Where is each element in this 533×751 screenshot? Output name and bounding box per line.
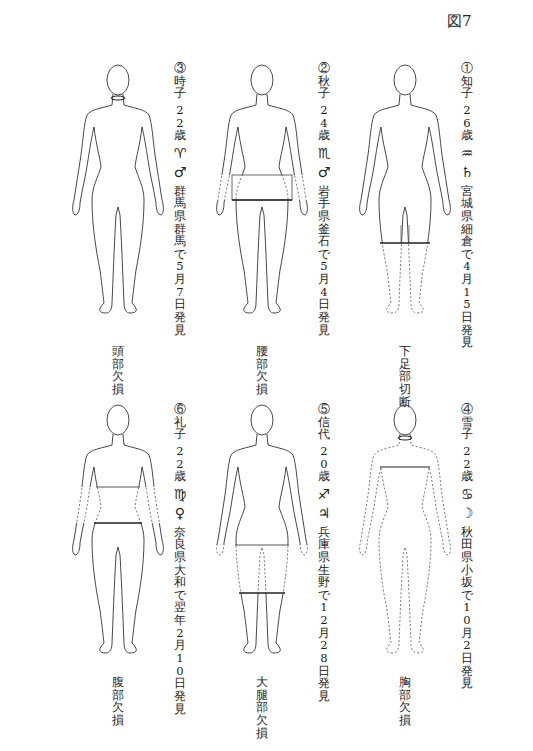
label-column: ⑥礼子 22歳 ♍ ♀ 奈良県大和で翌年2月10日発見: [172, 403, 188, 715]
label-column: ③時子 22歳 ♈ ♂ 群馬県群馬で5月7日発見: [172, 62, 188, 336]
zodiac-symbol: ♏: [317, 146, 331, 161]
missing-part: 下足部切断: [399, 345, 411, 408]
victim-name: ④雪子: [461, 403, 473, 441]
figure-title: 図7: [447, 12, 472, 31]
victim-name: ③時子: [174, 62, 186, 100]
label-column: ①知子 26歳 ♒ ♄ 宮城県細倉で4月15日発見: [459, 62, 475, 349]
victim-name: ⑥礼子: [174, 403, 186, 441]
planet-symbol: ♂: [317, 165, 331, 180]
body-figure: [73, 65, 164, 313]
victim-age: 22歳: [461, 445, 473, 483]
victim-age: 24歳: [318, 104, 330, 142]
planet-symbol: ♀: [173, 506, 187, 521]
victim-age: 22歳: [174, 445, 186, 483]
victim-age: 26歳: [461, 104, 473, 142]
discovery-note: 群馬県群馬で5月7日発見: [174, 185, 186, 337]
discovery-note: 宮城県細倉で4月15日発見: [461, 185, 473, 349]
discovery-note: 秋田県小坂で10月2日発見: [461, 526, 473, 690]
discovery-note: 奈良県大和で翌年2月10日発見: [174, 526, 186, 716]
planet-symbol: ☽: [460, 506, 474, 521]
label-column: ②秋子 24歳 ♏ ♂ 岩手県釜石で5月4日発見: [316, 62, 332, 336]
zodiac-symbol: ♒: [460, 146, 474, 161]
victim-age: 20歳: [318, 445, 330, 483]
body-figure: [360, 405, 451, 653]
missing-part: 頭部欠損: [112, 345, 124, 396]
discovery-note: 岩手県釜石で5月4日発見: [318, 185, 330, 337]
label-column: ⑤信代 20歳 ♐ ♃ 兵庫県生野で12月28日発見: [316, 403, 332, 703]
victim-age: 22歳: [174, 104, 186, 142]
missing-part: 大腿部欠損: [256, 676, 268, 739]
body-figure: [217, 405, 308, 653]
zodiac-symbol: ♋: [460, 487, 474, 502]
missing-part: 腰部欠損: [256, 345, 268, 396]
planet-symbol: ♂: [173, 165, 187, 180]
planet-symbol: ♄: [460, 165, 474, 180]
victim-name: ①知子: [461, 62, 473, 100]
zodiac-symbol: ♐: [317, 487, 331, 502]
body-figure: [73, 405, 164, 653]
body-figure: [217, 65, 308, 313]
zodiac-symbol: ♍: [173, 487, 187, 502]
missing-part: 胸部欠損: [399, 676, 411, 727]
body-figure: [360, 65, 451, 313]
missing-part: 腹部欠損: [112, 676, 124, 727]
label-column: ④雪子 22歳 ♋ ☽ 秋田県小坂で10月2日発見: [459, 403, 475, 690]
discovery-note: 兵庫県生野で12月28日発見: [318, 526, 330, 703]
victim-name: ⑤信代: [318, 403, 330, 441]
zodiac-symbol: ♈: [173, 146, 187, 161]
victim-name: ②秋子: [318, 62, 330, 100]
planet-symbol: ♃: [317, 506, 331, 521]
